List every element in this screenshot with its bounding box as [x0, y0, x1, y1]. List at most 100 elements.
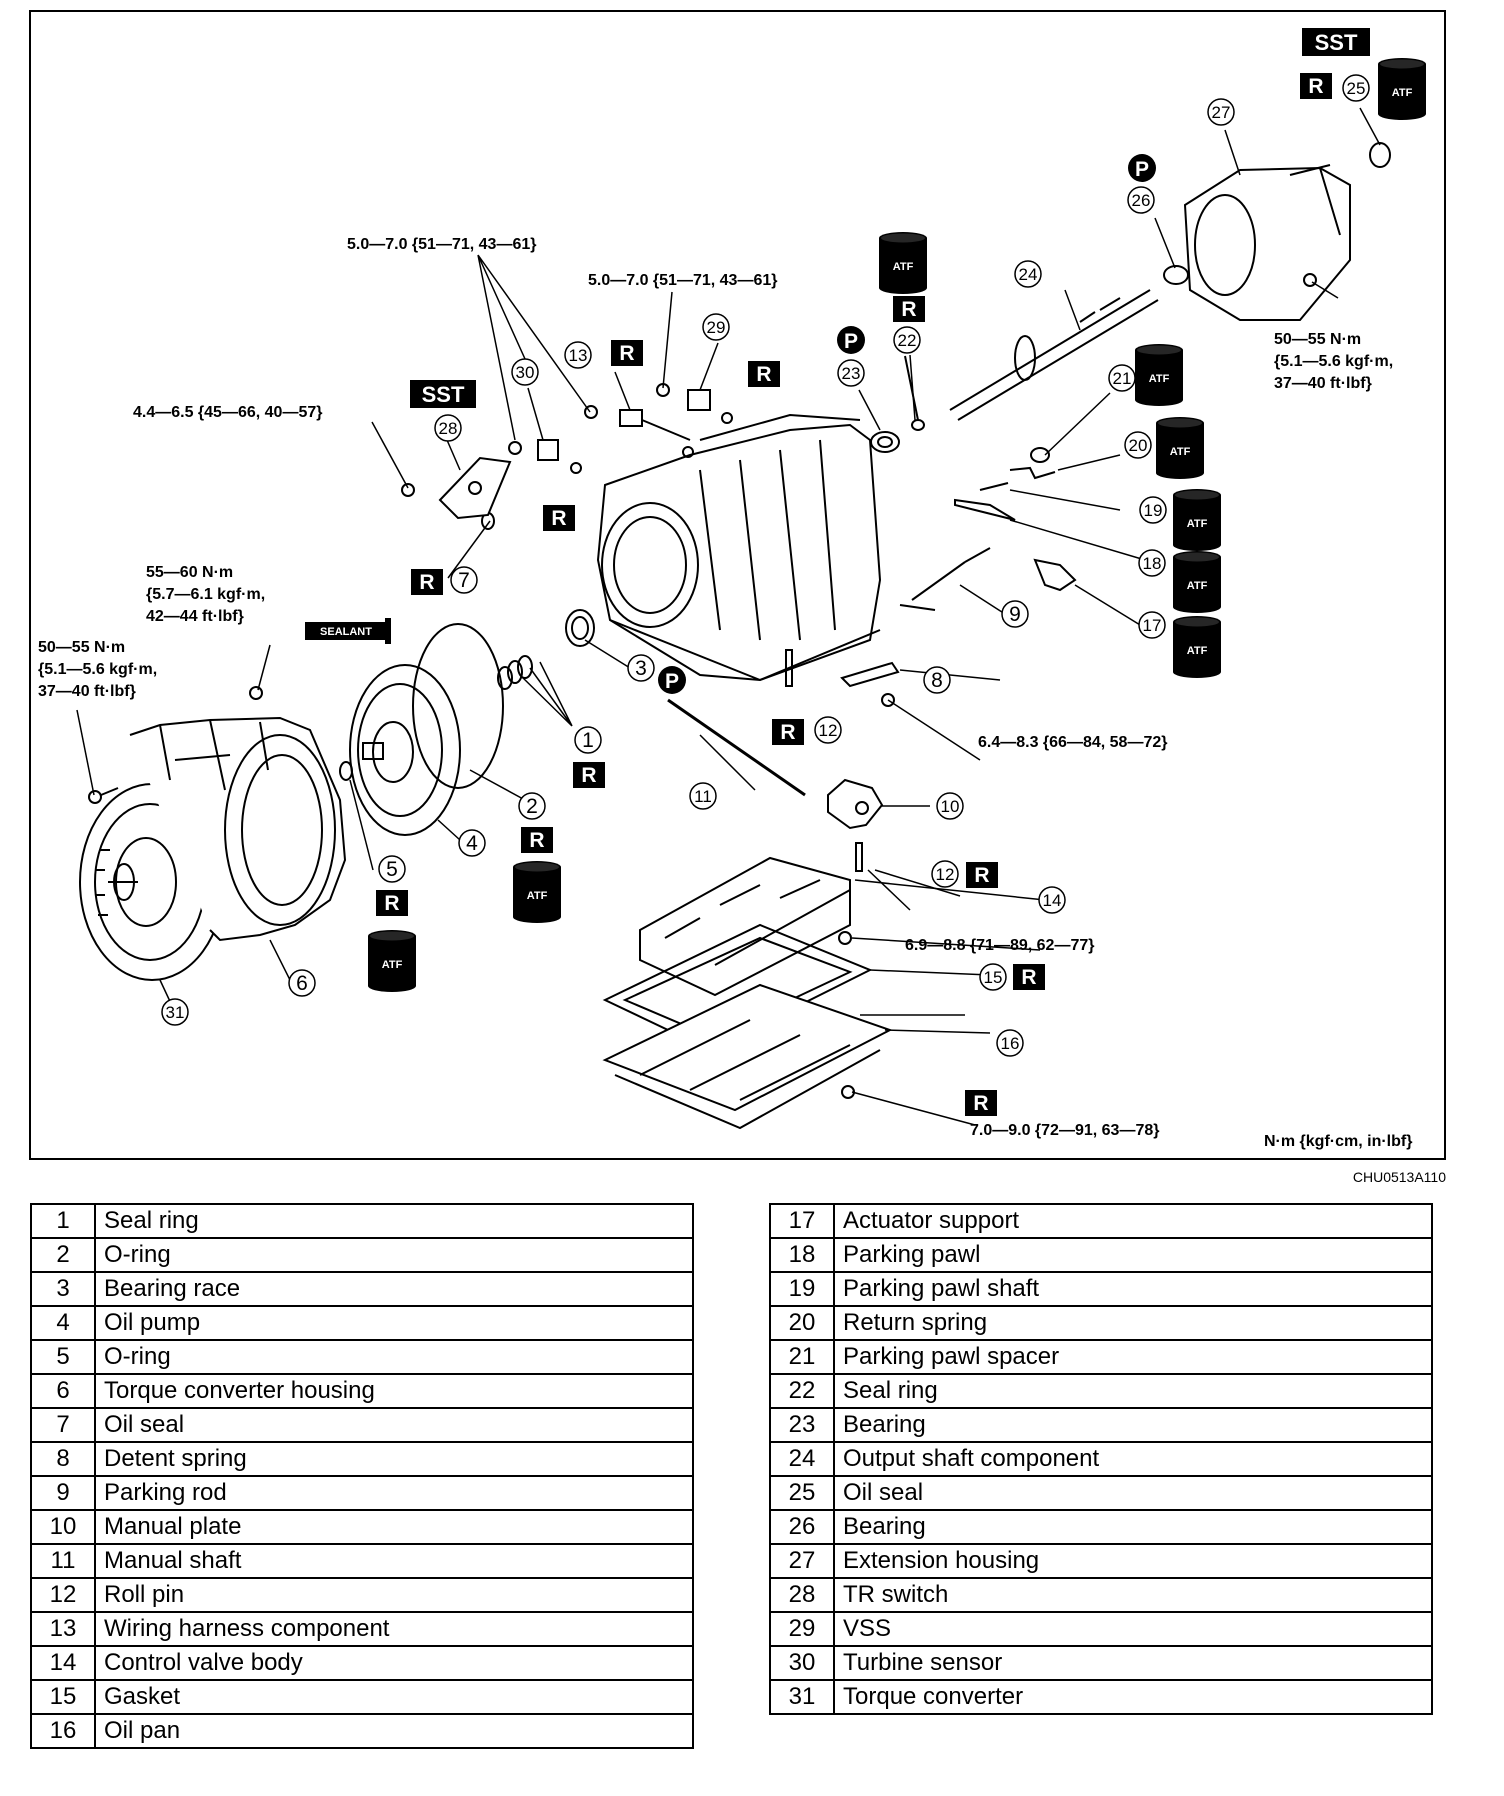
- r-badge-12-upper: R: [772, 719, 804, 745]
- r-badge-7: R: [411, 569, 443, 595]
- svg-text:12: 12: [819, 721, 838, 740]
- svg-text:ATF: ATF: [1187, 645, 1208, 657]
- seal-rings-1-drawing: [497, 655, 533, 690]
- part-number: 20: [769, 1305, 835, 1341]
- manual-plate-drawing: [827, 778, 884, 830]
- part-number: 10: [30, 1509, 96, 1545]
- part-number: 16: [30, 1713, 96, 1749]
- part-number: 1: [30, 1203, 96, 1239]
- part-name: O-ring: [94, 1339, 694, 1375]
- wiring-harness-drawing: [584, 405, 694, 458]
- svg-text:R: R: [1021, 966, 1036, 989]
- svg-text:R: R: [581, 764, 596, 787]
- part-name: VSS: [833, 1611, 1433, 1647]
- torque-label-pan: 7.0—9.0 {72—91, 63—78}: [970, 1122, 1159, 1139]
- r-badge-15: R: [1013, 964, 1045, 990]
- callout-4: 4: [458, 829, 486, 857]
- callout-22: 22: [893, 326, 921, 354]
- part-name: Oil seal: [94, 1407, 694, 1443]
- part-name: O-ring: [94, 1237, 694, 1273]
- part-number: 29: [769, 1611, 835, 1647]
- seal-ring-22-drawing: [904, 355, 925, 431]
- r-badge-22: R: [893, 296, 925, 322]
- svg-text:28: 28: [439, 419, 458, 438]
- part-number: 2: [30, 1237, 96, 1273]
- svg-text:5: 5: [386, 858, 398, 881]
- part-name: Detent spring: [94, 1441, 694, 1477]
- torque-label-pump-3: 42—44 ft·lbf}: [146, 608, 244, 625]
- svg-text:29: 29: [707, 318, 726, 337]
- torque-label-housing-1: 50—55 N·m: [38, 639, 125, 656]
- o-ring-5-drawing: [339, 761, 353, 781]
- part-name: Oil pump: [94, 1305, 694, 1341]
- callout-26: 26: [1127, 186, 1155, 214]
- part-name: Torque converter: [833, 1679, 1433, 1715]
- atf-can-icon: ATF: [1173, 616, 1221, 678]
- callout-31: 31: [161, 998, 189, 1026]
- atf-can-icon: ATF: [1135, 344, 1183, 406]
- r-badge-12-lower: R: [966, 862, 998, 888]
- torque-label-valve: 6.9—8.8 {71—89, 62—77}: [905, 937, 1094, 954]
- part-name: Manual plate: [94, 1509, 694, 1545]
- part-name: Bearing: [833, 1509, 1433, 1545]
- svg-text:ATF: ATF: [1170, 446, 1191, 458]
- svg-text:SEALANT: SEALANT: [320, 626, 372, 638]
- svg-text:22: 22: [898, 331, 917, 350]
- r-badge-25: R: [1300, 73, 1332, 99]
- oil-seal-25-drawing: [1369, 142, 1391, 168]
- callout-1: 1: [574, 726, 602, 754]
- r-badge-30: R: [543, 505, 575, 531]
- actuator-support-drawing: [1033, 558, 1077, 592]
- callout-27: 27: [1207, 98, 1235, 126]
- part-name: Return spring: [833, 1305, 1433, 1341]
- torque-label-pump-2: {5.7—6.1 kgf·m,: [146, 586, 265, 603]
- part-name: Parking pawl shaft: [833, 1271, 1433, 1307]
- part-number: 8: [30, 1441, 96, 1477]
- svg-text:ATF: ATF: [527, 890, 548, 902]
- part-name: Wiring harness component: [94, 1611, 694, 1647]
- svg-text:ATF: ATF: [1392, 87, 1413, 99]
- callout-17: 17: [1138, 611, 1166, 639]
- part-number: 21: [769, 1339, 835, 1375]
- svg-text:R: R: [1308, 75, 1323, 98]
- p-badge-23: P: [837, 326, 865, 354]
- callout-18: 18: [1138, 549, 1166, 577]
- part-number: 6: [30, 1373, 96, 1409]
- svg-text:25: 25: [1347, 79, 1366, 98]
- part-number: 7: [30, 1407, 96, 1443]
- roll-pin-upper-drawing: [785, 649, 793, 687]
- torque-label-detent: 6.4—8.3 {66—84, 58—72}: [978, 734, 1167, 751]
- svg-text:19: 19: [1144, 501, 1163, 520]
- svg-text:P: P: [1135, 158, 1149, 181]
- svg-text:10: 10: [941, 797, 960, 816]
- svg-text:15: 15: [984, 968, 1003, 987]
- svg-text:14: 14: [1043, 891, 1062, 910]
- callout-23: 23: [837, 359, 865, 387]
- callout-12-lower: 12: [931, 860, 959, 888]
- part-number: 25: [769, 1475, 835, 1511]
- atf-can-icon: ATF: [1378, 58, 1426, 120]
- svg-text:SST: SST: [1315, 30, 1358, 55]
- svg-text:13: 13: [569, 346, 588, 365]
- extension-housing-drawing: [1183, 164, 1351, 321]
- figure-code: CHU0513A110: [1353, 1169, 1446, 1185]
- callout-15: 15: [979, 963, 1007, 991]
- svg-text:31: 31: [166, 1003, 185, 1022]
- svg-text:R: R: [780, 721, 795, 744]
- callout-19: 19: [1139, 496, 1167, 524]
- part-number: 13: [30, 1611, 96, 1647]
- svg-text:ATF: ATF: [1187, 518, 1208, 530]
- svg-text:30: 30: [516, 363, 535, 382]
- atf-can-icon: ATF: [368, 930, 416, 992]
- svg-text:2: 2: [526, 795, 538, 818]
- svg-text:ATF: ATF: [382, 959, 403, 971]
